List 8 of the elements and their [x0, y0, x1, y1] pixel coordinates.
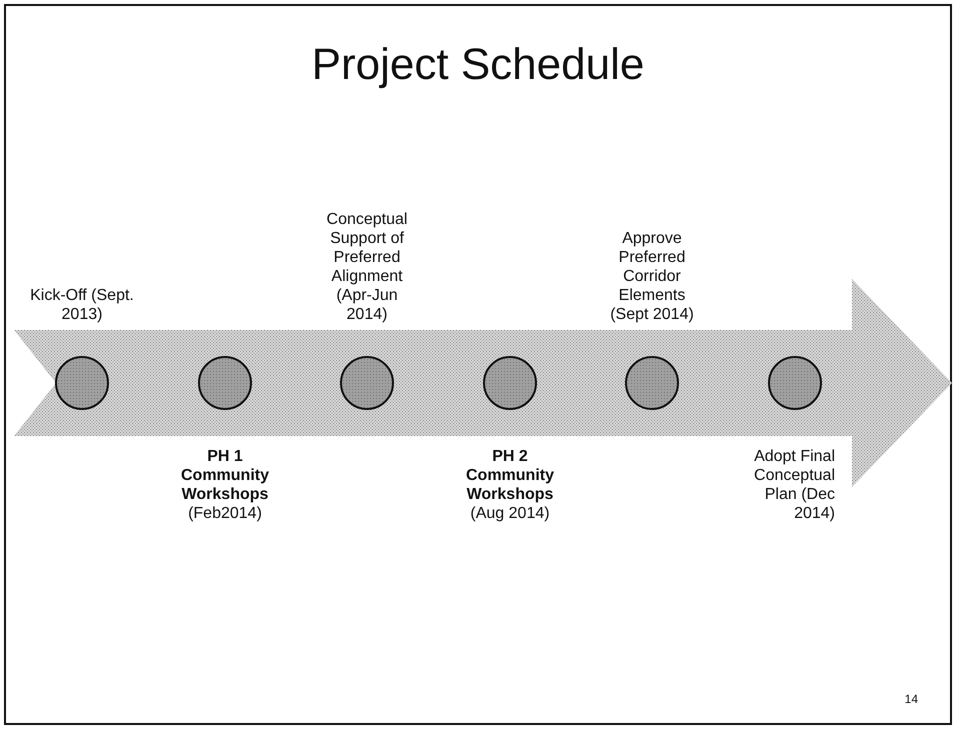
page-number: 14	[904, 692, 918, 706]
milestone-caption: Adopt Final Conceptual Plan (Dec 2014)	[753, 447, 835, 523]
slide-title: Project Schedule	[310, 40, 646, 90]
milestone-caption: Approve Preferred Corridor Elements (Sept 2014)	[609, 229, 695, 324]
milestone-caption: Conceptual Support of Preferred Alignment (Apr-Jun 2014)	[326, 210, 408, 324]
milestone-caption: Kick-Off (Sept. 2013)	[29, 286, 135, 324]
milestone-caption: PH 1 Community Workshops (Feb2014)	[180, 447, 270, 523]
milestone-caption: PH 2 Community Workshops (Aug 2014)	[465, 447, 555, 523]
